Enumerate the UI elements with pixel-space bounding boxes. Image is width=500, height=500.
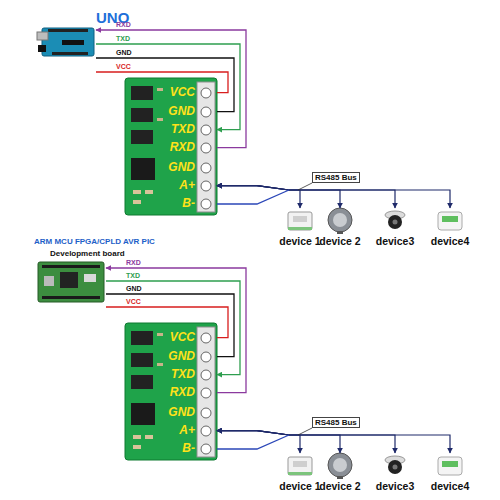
wire-connector (106, 294, 234, 357)
rs485-module-art (125, 78, 217, 215)
wire-connector (106, 281, 240, 375)
device-node: device3 (370, 453, 420, 495)
pin-label: RXD (170, 141, 195, 154)
pin-label: GND (168, 350, 195, 363)
bus-label: RS485 Bus (312, 172, 360, 183)
wire-connector (106, 307, 228, 338)
device-node: device 1 (275, 453, 325, 495)
arduino-uno-art-part (42, 28, 94, 56)
rs485-module: VCC GND TXD RXD GND A+ B- (125, 78, 217, 215)
wire-connector (96, 58, 234, 112)
leader-line (298, 183, 312, 190)
arduino-uno-art-part (37, 32, 48, 40)
device-node: device3 (370, 208, 420, 250)
dev-board-art-part (44, 276, 54, 286)
wire-connector (96, 44, 240, 130)
signal-label: VCC (116, 63, 131, 70)
signal-label: VCC (126, 298, 141, 305)
controller-board: ARM MCU FPGA/CPLD AVR PICDevelopment boa… (36, 238, 106, 308)
pin-label: GND (168, 105, 195, 118)
pin-label: B- (182, 442, 195, 455)
dev-board-art-part (42, 296, 100, 299)
device-art (288, 212, 312, 230)
device-node: device4 (425, 208, 475, 250)
device-art (385, 211, 405, 229)
signal-label: GND (116, 49, 132, 56)
bus-connector (217, 186, 300, 208)
dev-board-art-part (42, 265, 100, 268)
bus-label: RS485 Bus (312, 417, 360, 428)
pin-label: A+ (179, 179, 195, 192)
pin-label: TXD (171, 368, 195, 381)
node-label: device 2 (305, 481, 375, 493)
device-node: device 1 (275, 208, 325, 250)
device-art (438, 212, 462, 230)
node-label: ARM MCU FPGA/CPLD AVR PIC (34, 238, 155, 247)
device-node: device 2 (315, 208, 365, 250)
wire-connector (96, 30, 246, 148)
device-art (438, 457, 462, 475)
device-art (385, 456, 405, 474)
device-art (328, 453, 352, 479)
node-label: Development board (50, 250, 125, 259)
dev-board-art-part (60, 272, 78, 288)
signal-label: TXD (116, 35, 130, 42)
pin-label: RXD (170, 386, 195, 399)
device-node: device4 (425, 453, 475, 495)
rs485-module: VCC GND TXD RXD GND A+ B- (125, 323, 217, 460)
bus-b-wire (217, 190, 289, 204)
pin-label: VCC (170, 331, 195, 344)
pin-label: GND (168, 161, 195, 174)
controller-board: UNO (40, 10, 96, 76)
bus-connector (217, 186, 450, 208)
bus-connector (217, 431, 450, 453)
node-label: device3 (360, 236, 430, 248)
bus-connector (217, 431, 395, 453)
rs485-module-art (125, 323, 217, 460)
signal-label: RXD (116, 21, 131, 28)
arduino-uno-art-part (52, 52, 88, 55)
bus-b-wire (217, 435, 289, 449)
signal-label: TXD (126, 272, 140, 279)
dev-board-art (38, 262, 104, 302)
node-label: device4 (415, 481, 485, 493)
dev-board-art-part (84, 274, 96, 282)
pin-label: B- (182, 197, 195, 210)
dev-board-art-part (38, 262, 104, 302)
wire-connector (106, 268, 246, 393)
device-art (288, 457, 312, 475)
leader-line (298, 428, 312, 435)
pin-label: GND (168, 406, 195, 419)
node-label: device 2 (305, 236, 375, 248)
bus-connector (217, 431, 300, 453)
arduino-uno-art-part (48, 29, 88, 32)
arduino-uno-art-part (62, 40, 84, 45)
arduino-uno-art-part (38, 45, 46, 52)
signal-label: RXD (126, 259, 141, 266)
device-art (328, 208, 352, 234)
arduino-uno-art (37, 28, 94, 56)
device-node: device 2 (315, 453, 365, 495)
signal-label: GND (126, 285, 142, 292)
pin-label: A+ (179, 424, 195, 437)
node-label: device3 (360, 481, 430, 493)
pin-label: VCC (170, 86, 195, 99)
pin-label: TXD (171, 123, 195, 136)
node-label: device4 (415, 236, 485, 248)
bus-connector (217, 186, 395, 208)
wire-connector (96, 72, 228, 93)
